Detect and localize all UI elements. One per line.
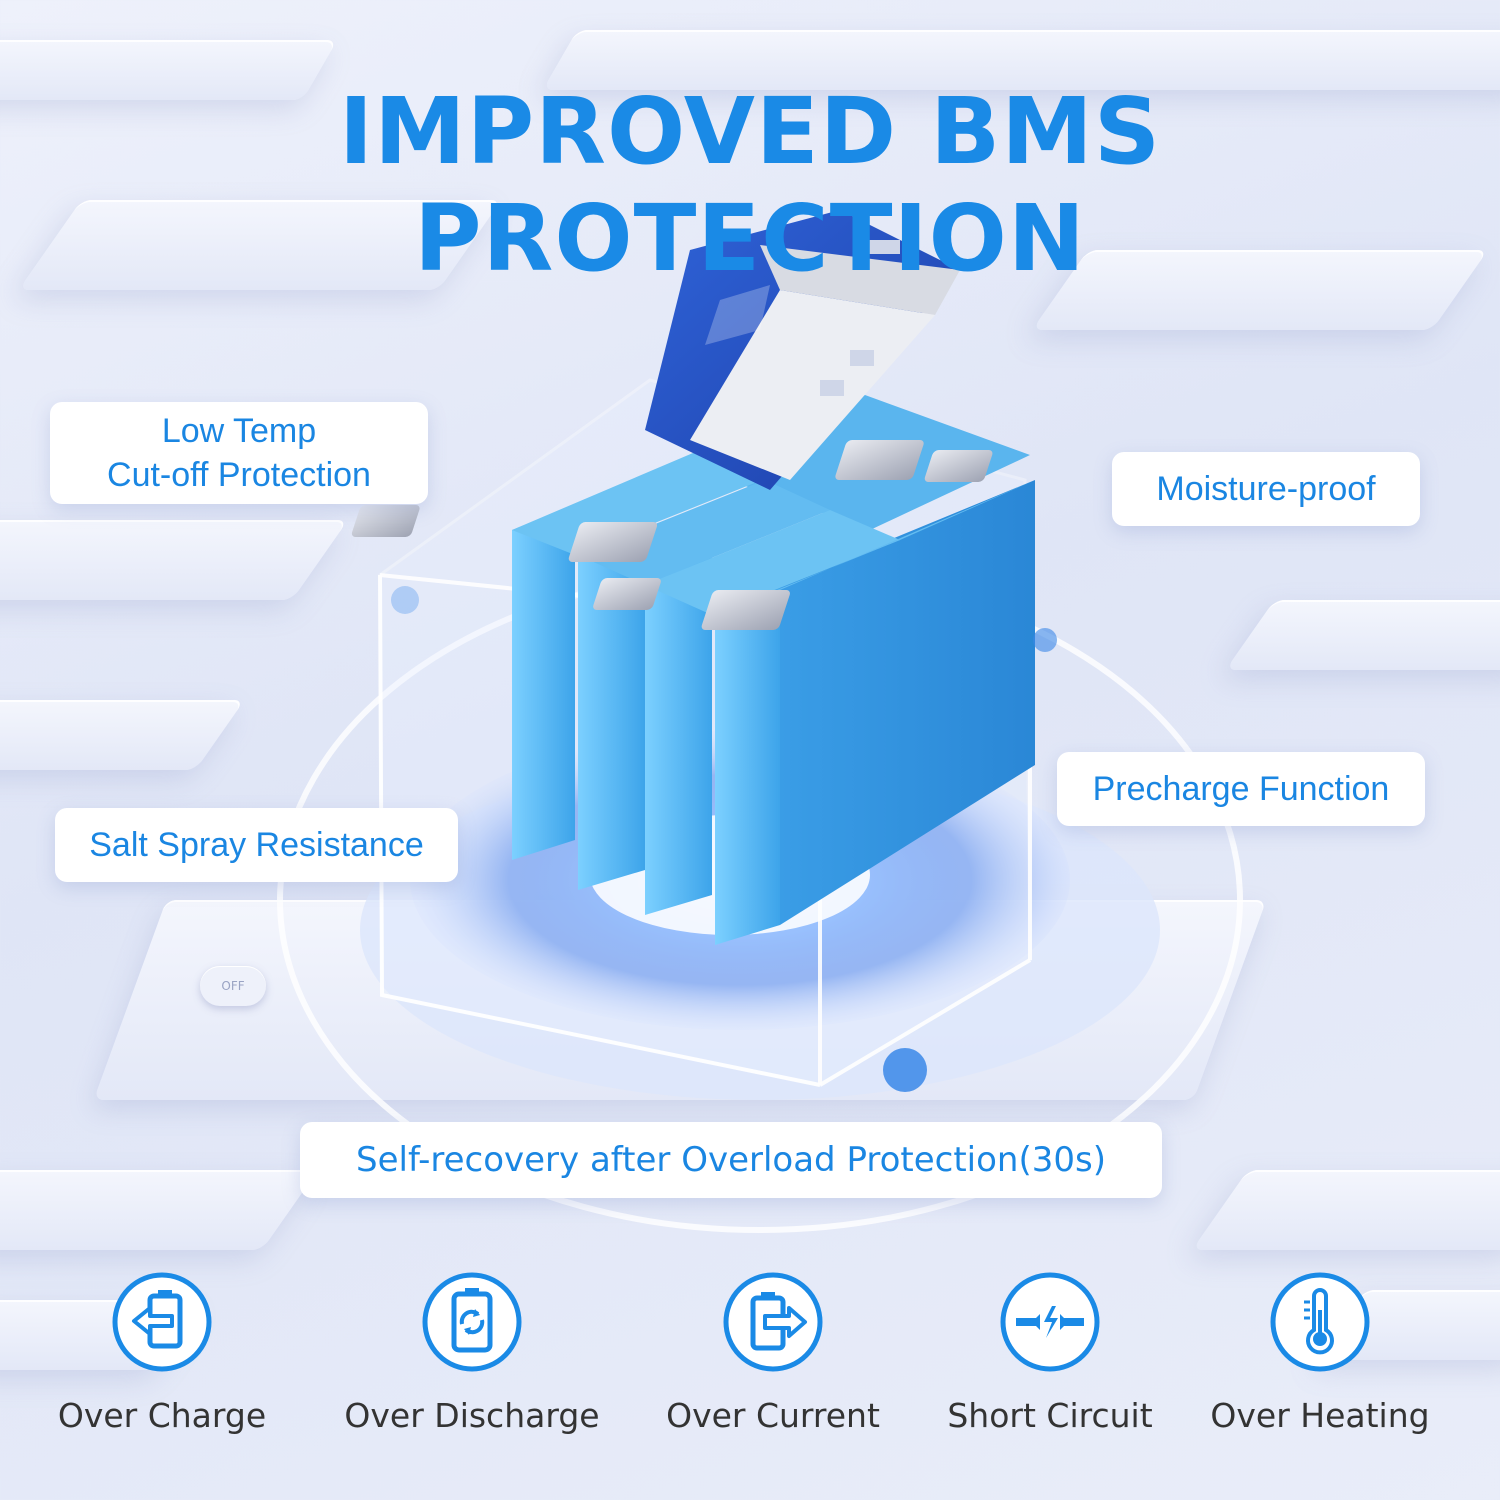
battery-terminal bbox=[924, 450, 993, 482]
battery-terminal bbox=[701, 590, 790, 630]
feature-precharge: Precharge Function bbox=[1057, 752, 1425, 826]
bms-board bbox=[645, 210, 960, 490]
water-droplet bbox=[1033, 628, 1057, 652]
battery-charge-in-icon bbox=[112, 1272, 212, 1372]
protection-label: Over Heating bbox=[1210, 1396, 1430, 1435]
protection-over-current: Over Current bbox=[633, 1270, 913, 1435]
protection-over-charge: Over Charge bbox=[22, 1270, 302, 1435]
feature-low-temp-line1: Low Temp bbox=[161, 411, 317, 450]
protection-label: Over Current bbox=[666, 1396, 880, 1435]
protection-label: Short Circuit bbox=[947, 1396, 1153, 1435]
feature-salt-spray: Salt Spray Resistance bbox=[55, 808, 458, 882]
battery-pack-side bbox=[780, 480, 1035, 925]
battery-terminal bbox=[593, 578, 661, 610]
battery-cycle-icon bbox=[422, 1272, 522, 1372]
short-circuit-icon bbox=[1000, 1272, 1100, 1372]
battery-cell bbox=[715, 585, 780, 945]
water-droplet bbox=[883, 1048, 927, 1092]
page-title: IMPROVED BMS PROTECTION bbox=[338, 78, 1162, 292]
protection-over-discharge: Over Discharge bbox=[332, 1270, 612, 1435]
feature-low-temp: Low Temp Cut-off Protection bbox=[50, 402, 428, 504]
battery-cell-top bbox=[512, 450, 762, 555]
protection-over-heating: Over Heating bbox=[1180, 1270, 1460, 1435]
water-droplet bbox=[391, 586, 419, 614]
case-edge bbox=[378, 574, 821, 1087]
battery-terminal bbox=[835, 440, 924, 480]
battery-terminal bbox=[568, 522, 658, 562]
power-button[interactable]: OFF bbox=[200, 966, 266, 1006]
battery-cell bbox=[645, 555, 712, 915]
feature-moisture-proof: Moisture-proof bbox=[1112, 452, 1420, 526]
battery-cell bbox=[512, 505, 575, 860]
protection-label: Over Discharge bbox=[344, 1396, 600, 1435]
feature-low-temp-line2: Cut-off Protection bbox=[107, 456, 371, 494]
battery-terminal bbox=[351, 505, 420, 537]
battery-cell bbox=[578, 525, 645, 890]
case-edge bbox=[818, 958, 1032, 1087]
thermometer-icon bbox=[1270, 1272, 1370, 1372]
battery-current-out-icon bbox=[723, 1272, 823, 1372]
feature-self-recovery: Self-recovery after Overload Protection(… bbox=[300, 1122, 1162, 1198]
protection-label: Over Charge bbox=[57, 1396, 267, 1435]
battery-cell-top bbox=[645, 510, 900, 615]
protection-short-circuit: Short Circuit bbox=[910, 1270, 1190, 1435]
